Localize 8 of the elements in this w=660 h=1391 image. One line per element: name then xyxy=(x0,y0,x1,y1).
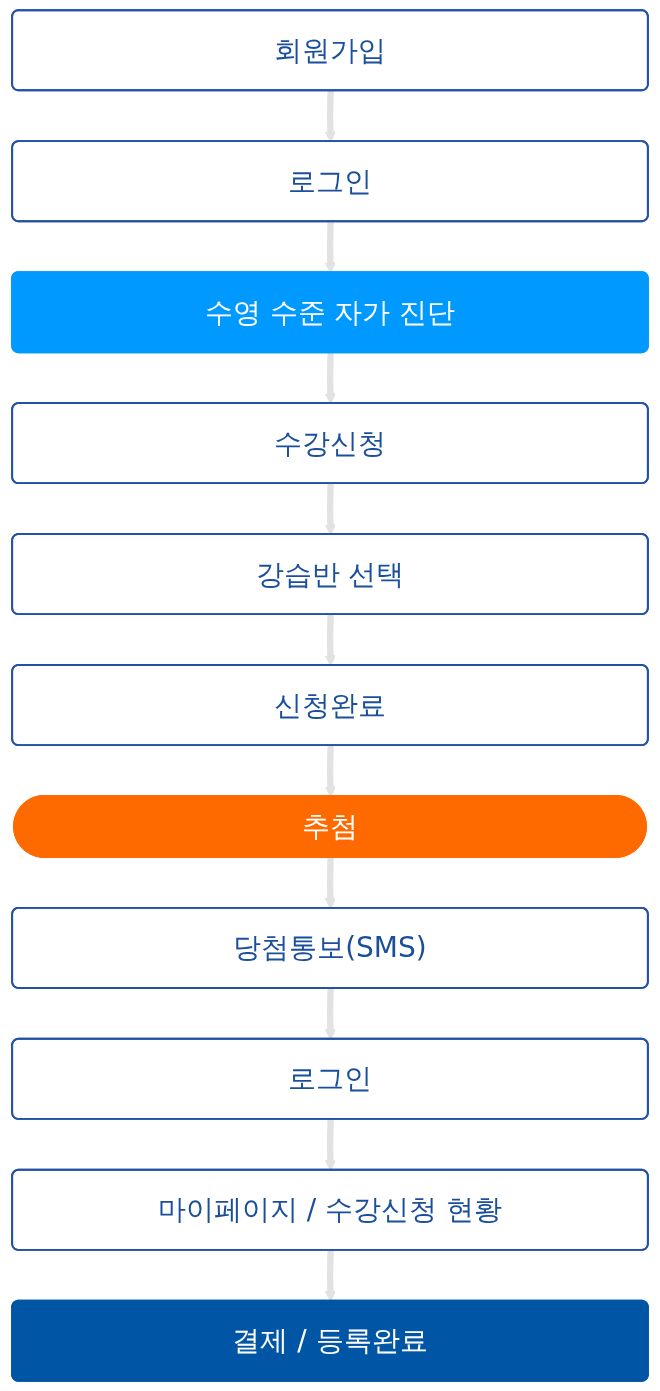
arrow xyxy=(324,483,336,536)
arrow xyxy=(324,1250,336,1302)
arrow xyxy=(324,90,336,143)
arrow xyxy=(324,1119,336,1171)
arrow xyxy=(324,352,336,405)
arrow xyxy=(324,988,336,1040)
arrow xyxy=(324,857,336,909)
arrow xyxy=(324,221,336,274)
